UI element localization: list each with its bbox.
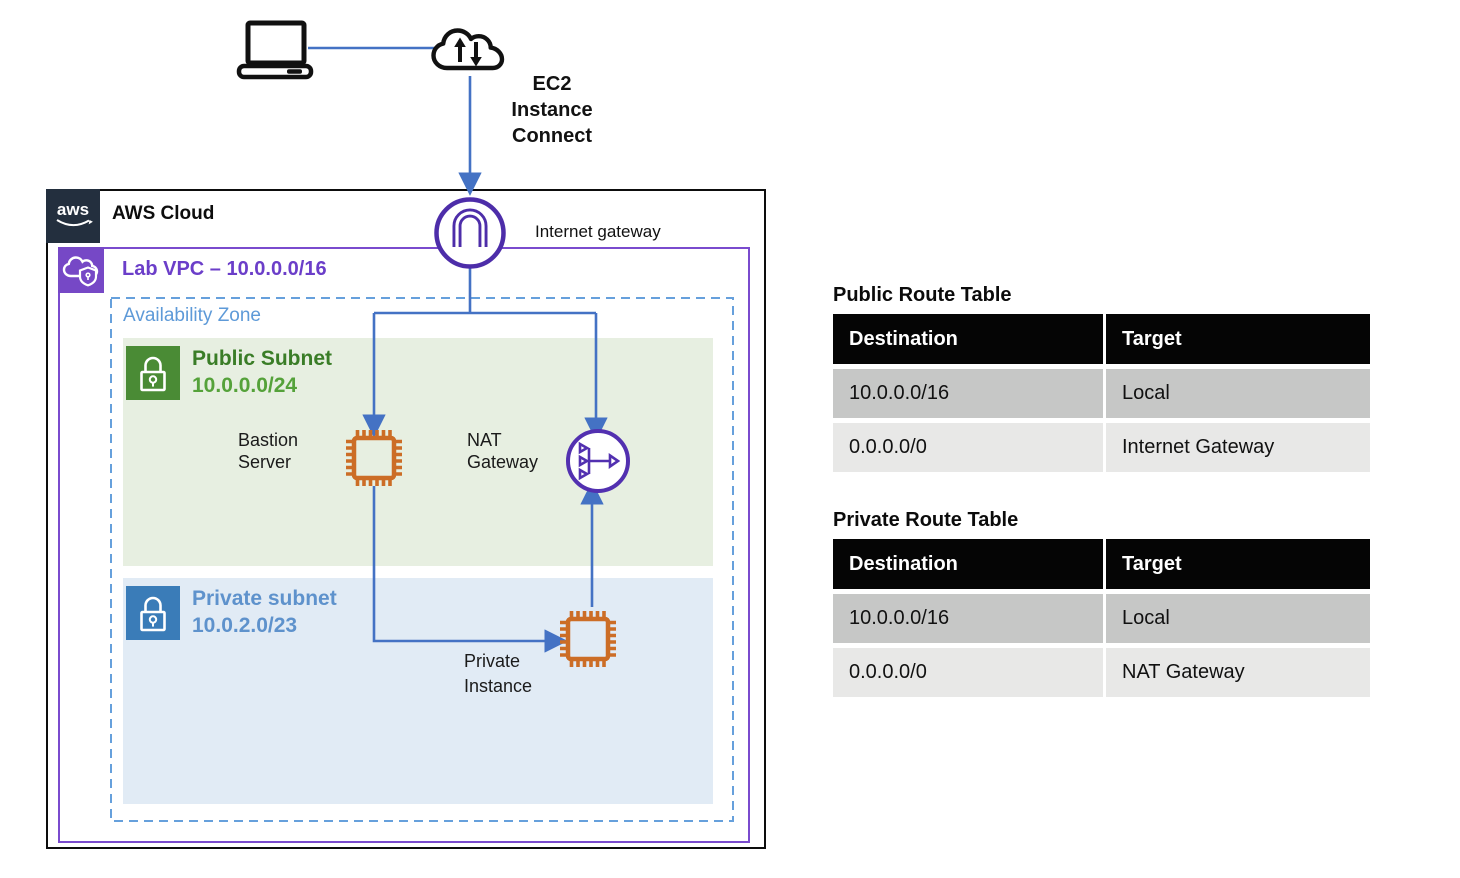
aws-logo: aws	[46, 189, 100, 243]
header-target: Target	[1103, 539, 1370, 589]
public-route-table-title: Public Route Table	[833, 284, 1012, 306]
table-header-row: Destination Target	[833, 314, 1370, 364]
table-header-row: Destination Target	[833, 539, 1370, 589]
private-route-table: Private Route Table Destination Target 1…	[833, 509, 1370, 697]
private-subnet-name: Private subnet	[192, 587, 337, 610]
private-subnet-lock-icon	[126, 586, 180, 640]
table-row: 0.0.0.0/0 Internet Gateway	[833, 423, 1370, 472]
cell-target: Local	[1103, 369, 1370, 418]
aws-logo-text: aws	[57, 200, 89, 219]
cell-target: NAT Gateway	[1103, 648, 1370, 697]
vpc-label: Lab VPC – 10.0.0.0/16	[122, 258, 327, 280]
table-row: 10.0.0.0/16 Local	[833, 369, 1370, 418]
cell-destination: 10.0.0.0/16	[849, 382, 950, 404]
internet-gateway-icon	[434, 197, 506, 269]
bastion-server-label: Bastion Server	[238, 430, 299, 472]
private-route-table-title: Private Route Table	[833, 509, 1019, 531]
vpc-icon	[58, 247, 104, 293]
cell-destination: 0.0.0.0/0	[849, 436, 927, 458]
vpc-box	[58, 247, 750, 843]
cell-target: Internet Gateway	[1103, 423, 1370, 472]
cell-destination: 10.0.0.0/16	[849, 607, 950, 629]
header-target: Target	[1103, 314, 1370, 364]
header-destination: Destination	[849, 552, 958, 575]
table-row: 0.0.0.0/0 NAT Gateway	[833, 648, 1370, 697]
public-subnet-cidr: 10.0.0.0/24	[192, 374, 298, 397]
availability-zone-label: Availability Zone	[123, 305, 262, 326]
aws-cloud-title: AWS Cloud	[112, 203, 215, 224]
header-destination: Destination	[849, 327, 958, 350]
table-row: 10.0.0.0/16 Local	[833, 594, 1370, 643]
public-subnet-lock-icon	[126, 346, 180, 400]
nat-gateway-label: NAT Gateway	[467, 430, 539, 472]
internet-cloud-icon	[431, 28, 505, 71]
private-instance-label: Private Instance	[464, 651, 533, 696]
private-subnet-cidr: 10.0.2.0/23	[192, 614, 298, 637]
cell-destination: 0.0.0.0/0	[849, 661, 927, 683]
private-subnet-region	[123, 578, 713, 804]
nat-gateway-icon	[566, 429, 630, 493]
bastion-ec2-instance-icon	[346, 430, 402, 486]
internet-gateway-label: Internet gateway	[535, 222, 661, 241]
private-ec2-instance-icon	[560, 611, 616, 667]
cell-target: Local	[1103, 594, 1370, 643]
public-route-table: Public Route Table Destination Target 10…	[833, 284, 1370, 472]
ec2-instance-connect-label: EC2 Instance Connect	[511, 73, 593, 147]
public-subnet-name: Public Subnet	[192, 347, 333, 370]
client-computer-icon	[236, 20, 314, 80]
